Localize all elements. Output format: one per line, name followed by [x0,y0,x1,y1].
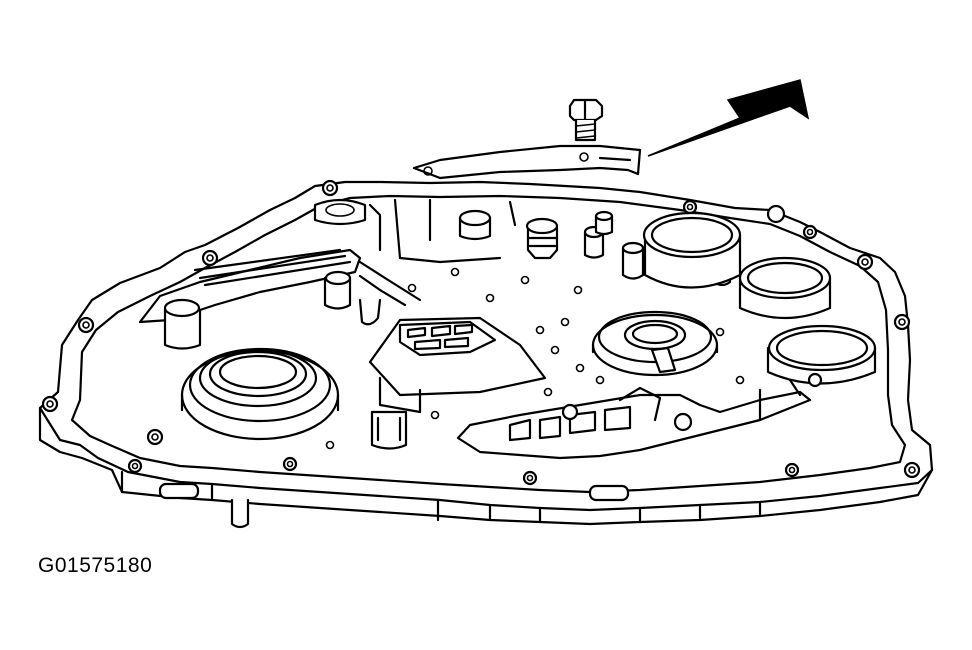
bracket [412,144,642,180]
inner-gasket-rail [70,194,907,494]
lower-bosses [158,482,762,529]
center-output-bore [591,310,719,377]
left-bearing-bore [180,347,340,441]
flange-bolt-bosses [41,179,921,486]
top-interior-bosses [313,198,732,287]
indicator-arrow [647,79,810,157]
interior-holes [325,267,745,450]
right-cylinder-bores [642,211,877,385]
figure-code: G01575180 [38,554,153,577]
center-valve-section [368,316,547,450]
left-interior-walls [138,248,422,350]
bolt [568,98,604,142]
lower-channel-plate [456,372,823,460]
